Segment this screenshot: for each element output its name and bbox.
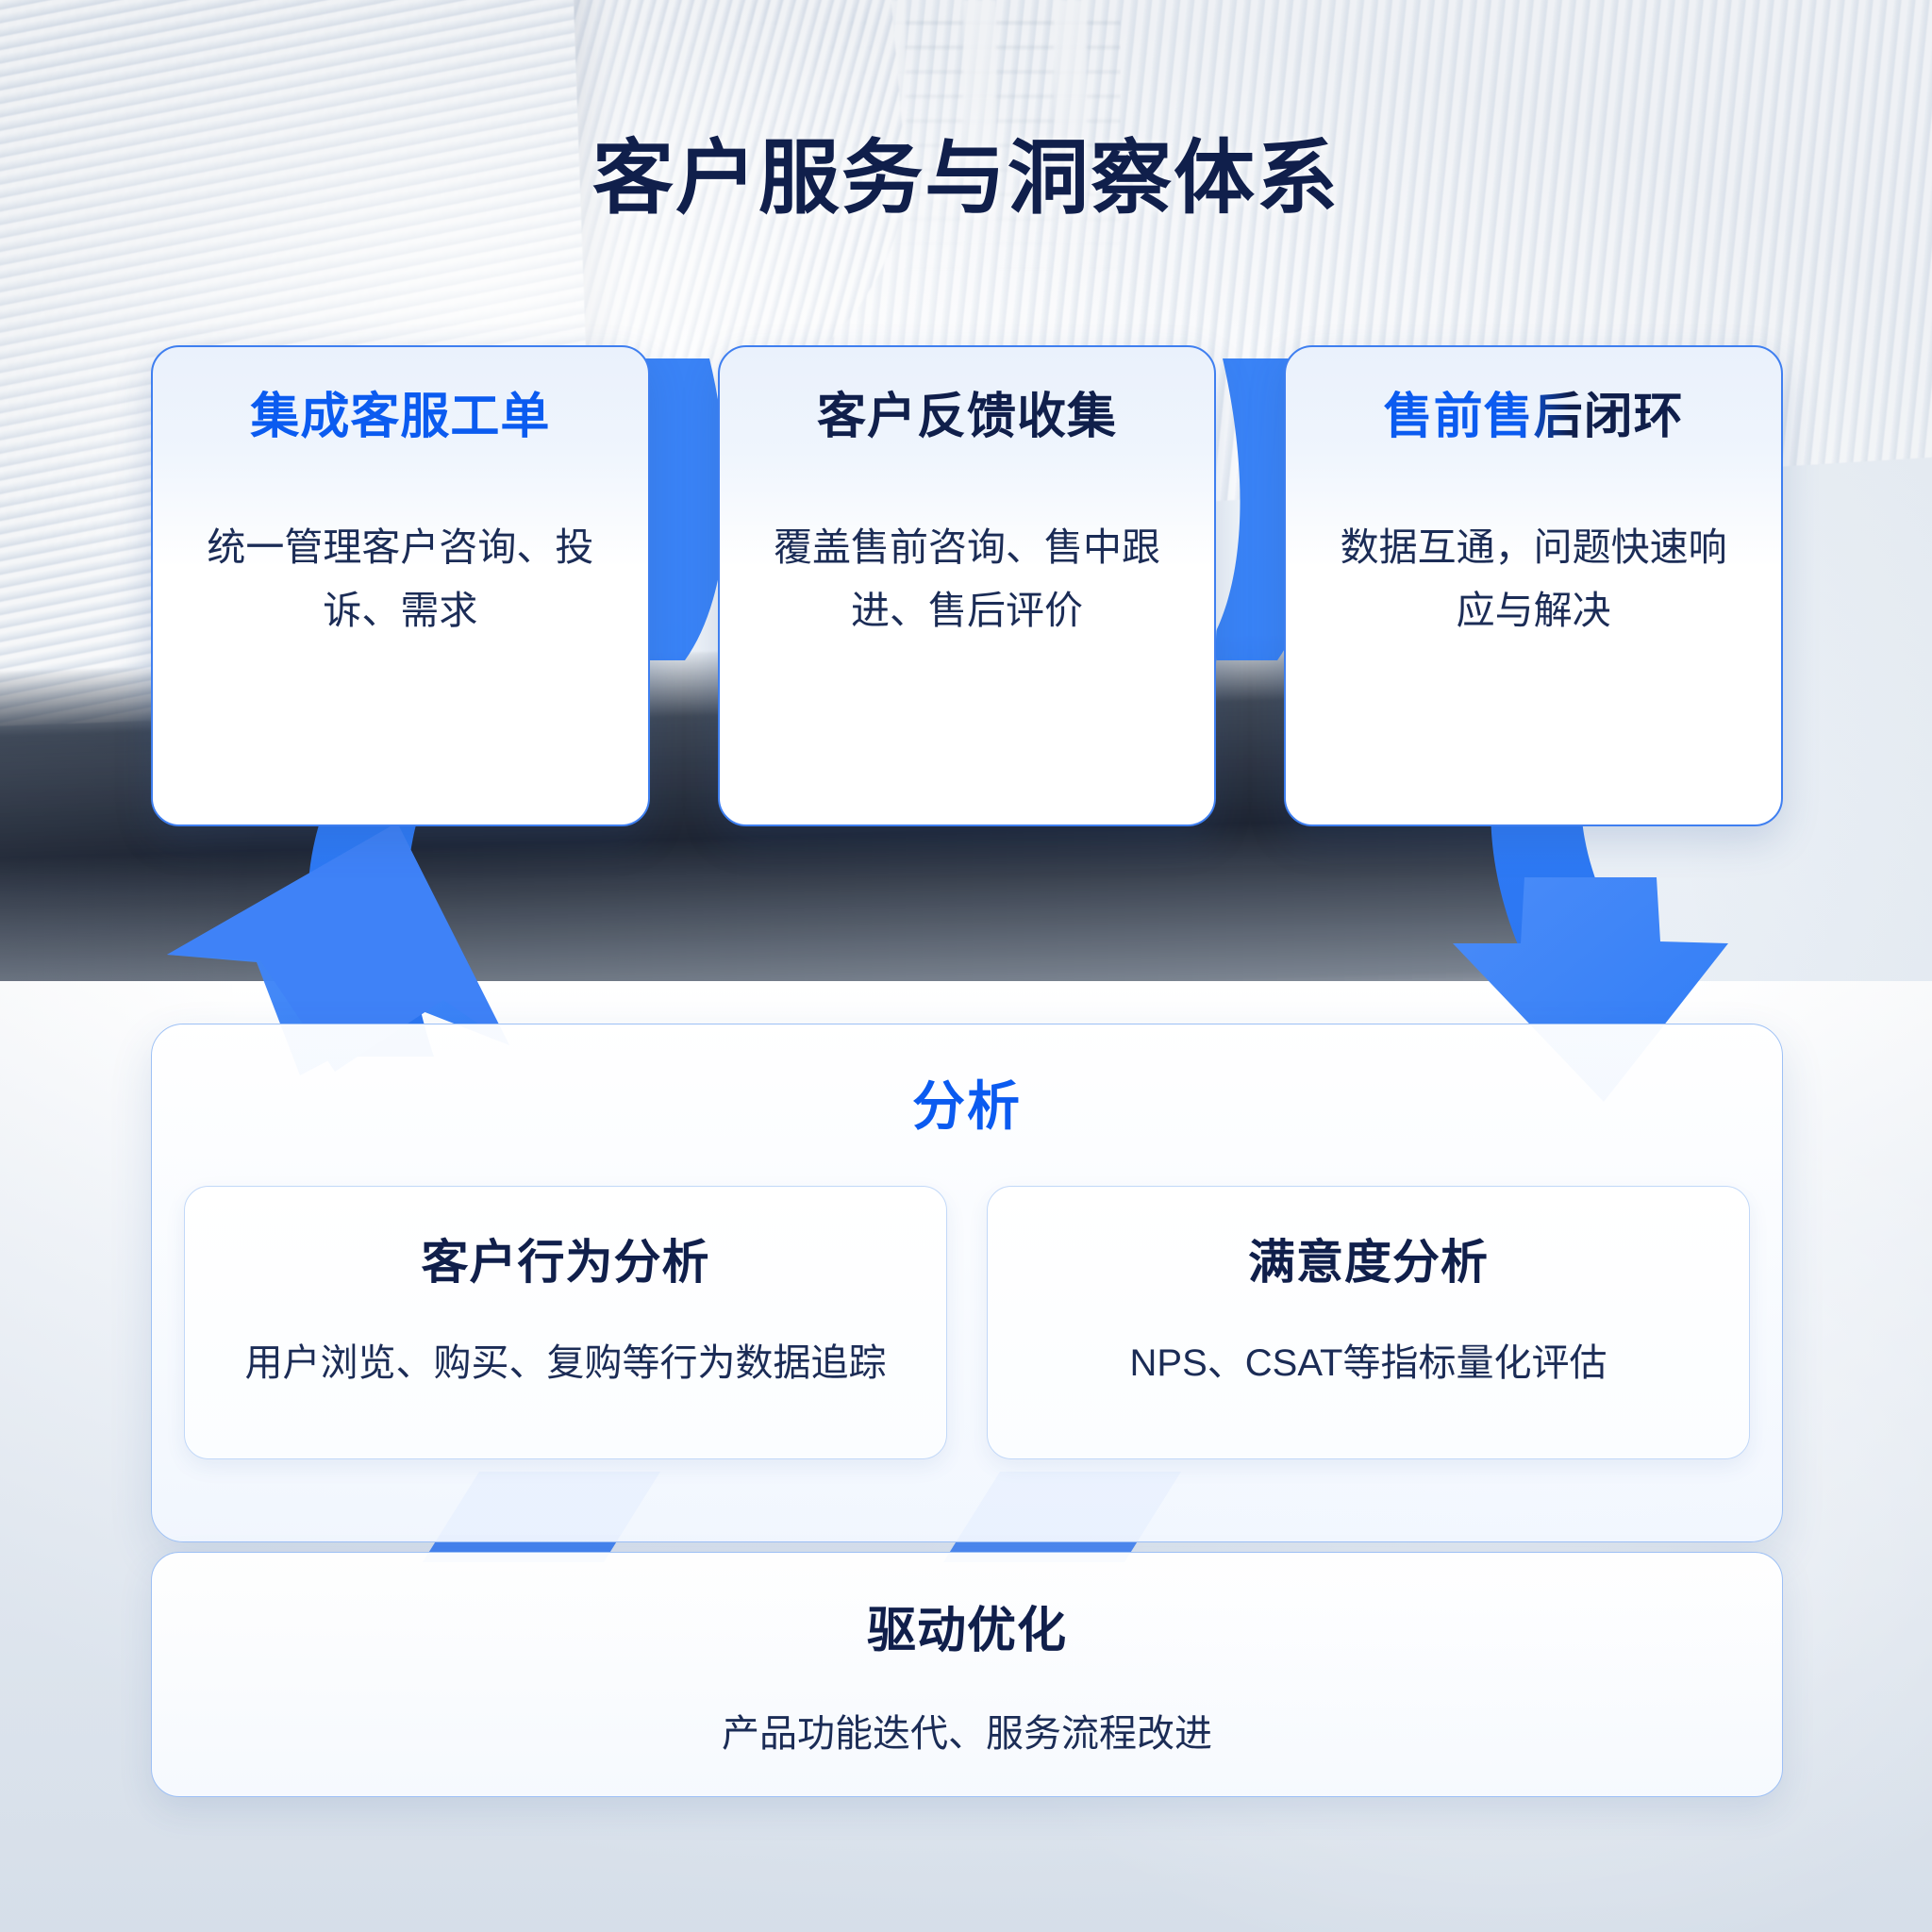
- subcard-title-behavior-analysis: 客户行为分析: [421, 1236, 710, 1289]
- card-body-presale-aftersale-loop: 数据互通，问题快速响应与解决: [1340, 525, 1727, 632]
- page-title: 客户服务与洞察体系: [592, 133, 1340, 224]
- card-title-feedback-collection: 客户反馈收集: [817, 390, 1118, 444]
- card-presale-aftersale-loop[interactable]: 售前售后闭环 数据互通，问题快速响应与解决: [1284, 345, 1784, 826]
- analysis-panel-title: 分析: [912, 1076, 1022, 1136]
- card-title-drive-optimization: 驱动优化: [866, 1604, 1067, 1658]
- card-integrated-tickets[interactable]: 集成客服工单 统一管理客户咨询、投诉、需求: [151, 345, 650, 826]
- subcard-body-behavior-analysis: 用户浏览、购买、复购等行为数据追踪: [244, 1342, 887, 1384]
- subcard-title-satisfaction-analysis: 满意度分析: [1248, 1236, 1489, 1289]
- card-title-integrated-tickets: 集成客服工单: [250, 390, 551, 444]
- card-body-drive-optimization: 产品功能迭代、服务流程改进: [722, 1713, 1212, 1755]
- subcard-satisfaction-analysis[interactable]: 满意度分析 NPS、CSAT等指标量化评估: [987, 1186, 1750, 1459]
- top-card-row: 集成客服工单 统一管理客户咨询、投诉、需求 客户反馈收集 覆盖售前咨询、售中跟进…: [151, 345, 1784, 826]
- subcard-body-satisfaction-analysis: NPS、CSAT等指标量化评估: [1129, 1342, 1607, 1384]
- card-title-presale-aftersale-loop: 售前售后闭环: [1383, 390, 1684, 444]
- subcard-behavior-analysis[interactable]: 客户行为分析 用户浏览、购买、复购等行为数据追踪: [184, 1186, 947, 1459]
- card-body-integrated-tickets: 统一管理客户咨询、投诉、需求: [207, 525, 594, 632]
- analysis-panel[interactable]: 分析 客户行为分析 用户浏览、购买、复购等行为数据追踪 满意度分析 NPS、CS…: [151, 1024, 1783, 1542]
- card-body-feedback-collection: 覆盖售前咨询、售中跟进、售后评价: [774, 525, 1160, 632]
- card-drive-optimization[interactable]: 驱动优化 产品功能迭代、服务流程改进: [151, 1552, 1783, 1797]
- analysis-subcard-grid: 客户行为分析 用户浏览、购买、复购等行为数据追踪 满意度分析 NPS、CSAT等…: [184, 1186, 1750, 1459]
- card-feedback-collection[interactable]: 客户反馈收集 覆盖售前咨询、售中跟进、售后评价: [717, 345, 1217, 826]
